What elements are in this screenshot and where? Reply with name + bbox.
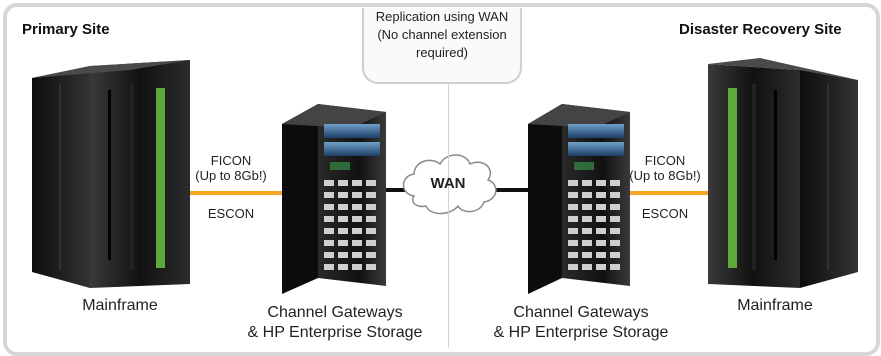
green-led-strip bbox=[728, 88, 737, 268]
server-rack-icon bbox=[528, 104, 630, 294]
recovery-site-label: Disaster Recovery Site bbox=[679, 21, 842, 38]
caption-line: & HP Enterprise Storage bbox=[247, 324, 423, 341]
primary-site-label: Primary Site bbox=[22, 21, 110, 38]
caption-line: Channel Gateways bbox=[513, 304, 649, 321]
callout-line: Replication using WAN bbox=[375, 9, 509, 24]
escon-label-left: ESCON bbox=[207, 206, 255, 221]
mainframe-left-caption: Mainframe bbox=[82, 297, 158, 314]
callout-line: (No channel extension bbox=[377, 27, 507, 42]
cloud-icon bbox=[402, 154, 497, 215]
mainframe-right-caption: Mainframe bbox=[737, 297, 813, 314]
ficon-speed-left: (Up to 8Gb!) bbox=[195, 168, 267, 183]
ficon-speed-right: (Up to 8Gb!) bbox=[629, 168, 701, 183]
replication-callout: Replication using WAN (No channel extens… bbox=[362, 8, 522, 84]
callout-line: required) bbox=[415, 45, 469, 60]
ficon-label-right: FICON bbox=[644, 153, 686, 168]
gateway-left-caption: Channel Gateways & HP Enterprise Storage bbox=[230, 303, 440, 343]
caption-line: & HP Enterprise Storage bbox=[493, 324, 669, 341]
site-divider bbox=[448, 82, 449, 348]
server-rack-icon bbox=[282, 104, 386, 294]
green-led-strip bbox=[156, 88, 165, 268]
escon-label-right: ESCON bbox=[641, 206, 689, 221]
wan-label: WAN bbox=[430, 175, 466, 192]
ficon-label-left: FICON bbox=[210, 153, 252, 168]
caption-line: Channel Gateways bbox=[267, 304, 403, 321]
mainframe-icon bbox=[32, 60, 190, 288]
gateway-right-caption: Channel Gateways & HP Enterprise Storage bbox=[476, 303, 686, 343]
mainframe-icon bbox=[708, 58, 858, 288]
